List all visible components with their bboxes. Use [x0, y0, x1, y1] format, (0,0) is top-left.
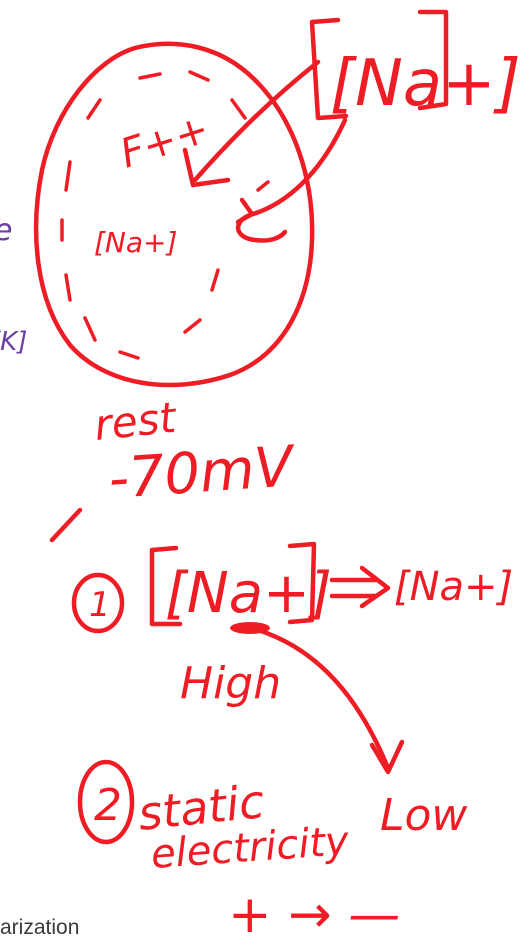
cell-membrane [33, 41, 315, 388]
step1-double-arrow [329, 565, 391, 609]
gradient-arrowhead [369, 739, 405, 775]
step2-number: 2 [94, 780, 122, 831]
step1-number: 1 [89, 585, 111, 625]
gradient-arrow [255, 627, 391, 771]
step1-low-na-label: [Na+] [394, 564, 513, 610]
na-outside-bracket [309, 9, 449, 121]
step1-high-na-label: [Na+] [165, 561, 332, 626]
step1-high-bracket [149, 541, 317, 627]
plus-to-minus-label: + → — [228, 885, 400, 945]
influx-arrow [192, 59, 321, 183]
inner-membrane-dashes [60, 70, 270, 360]
purple-e-fragment: e [0, 213, 12, 248]
membrane-curve-arrowhead [235, 197, 255, 225]
step1-circle [71, 572, 125, 634]
voltage-slash [49, 507, 83, 543]
na-inside-label: [Na+] [94, 226, 177, 259]
partial-caption-text: arization [0, 916, 80, 939]
low-label: Low [380, 790, 468, 841]
step2-circle [77, 759, 135, 845]
purple-k-fragment: [K] [0, 327, 27, 357]
step2-line1: static [136, 774, 267, 841]
voltage-label: -70mV [106, 434, 298, 512]
high-label: High [180, 658, 281, 709]
f-plus-label: F++ [115, 106, 215, 178]
na-outside-label: [Na+] [330, 47, 521, 121]
influx-arrowhead [182, 147, 231, 188]
rest-label: rest [92, 393, 180, 450]
